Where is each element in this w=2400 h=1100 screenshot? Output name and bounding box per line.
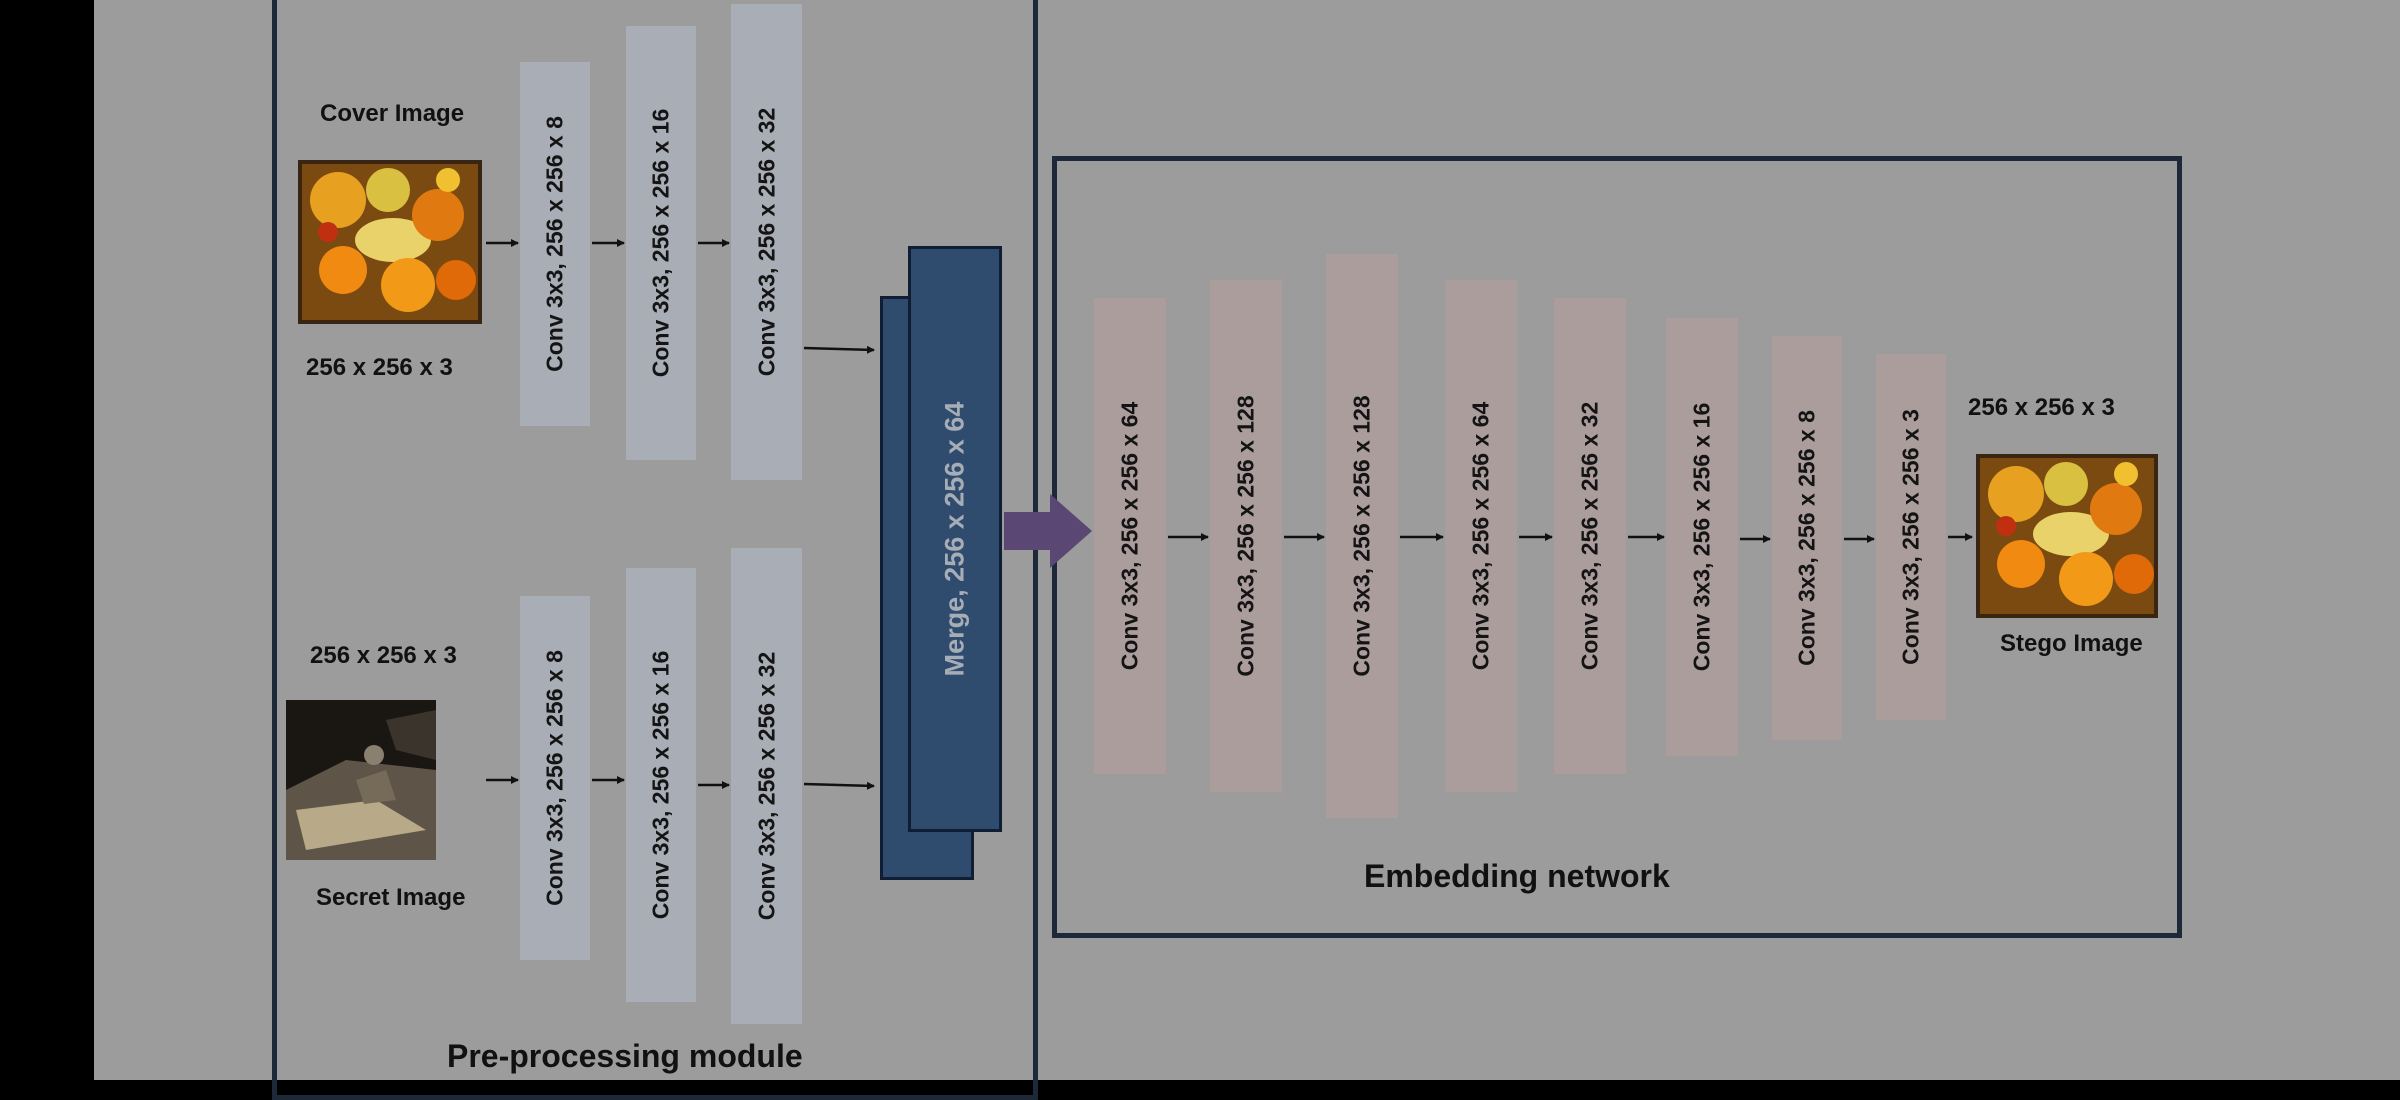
arrow-merge-to-embedding — [1004, 494, 1092, 568]
emb-conv-4: Conv 3x3, 256 x 256 x 64 — [1445, 280, 1517, 792]
stego-image-label: Stego Image — [2000, 630, 2143, 657]
emb-conv-1: Conv 3x3, 256 x 256 x 64 — [1094, 298, 1166, 774]
emb-conv-2: Conv 3x3, 256 x 256 x 128 — [1210, 280, 1282, 792]
secret-conv-32: Conv 3x3, 256 x 256 x 32 — [731, 548, 802, 1024]
cover-conv-16: Conv 3x3, 256 x 256 x 16 — [626, 26, 696, 460]
emb-conv-8: Conv 3x3, 256 x 256 x 3 — [1876, 354, 1946, 720]
emb-conv-3: Conv 3x3, 256 x 256 x 128 — [1326, 254, 1398, 818]
cover-image-dims: 256 x 256 x 3 — [306, 354, 453, 381]
secret-image-label: Secret Image — [316, 884, 466, 911]
emb-conv-7: Conv 3x3, 256 x 256 x 8 — [1772, 336, 1842, 740]
arrow-cover-to-merge — [803, 345, 875, 354]
secret-conv-16: Conv 3x3, 256 x 256 x 16 — [626, 568, 696, 1002]
embedding-title: Embedding network — [1364, 858, 1670, 894]
cover-image-thumbnail — [298, 160, 482, 324]
secret-conv-8: Conv 3x3, 256 x 256 x 8 — [520, 596, 590, 960]
stego-image-thumbnail — [1976, 454, 2158, 618]
emb-conv-5: Conv 3x3, 256 x 256 x 32 — [1554, 298, 1626, 774]
cover-image-label: Cover Image — [320, 100, 465, 127]
cover-conv-8: Conv 3x3, 256 x 256 x 8 — [520, 62, 590, 426]
secret-image-thumbnail — [286, 700, 436, 860]
cover-conv-32: Conv 3x3, 256 x 256 x 32 — [731, 4, 802, 480]
arrow-secret-to-merge — [803, 781, 875, 790]
preprocessing-title: Pre-processing module — [447, 1038, 803, 1074]
emb-conv-6: Conv 3x3, 256 x 256 x 16 — [1666, 318, 1738, 756]
merge-block: Merge, 256 x 256 x 64 — [908, 246, 1002, 832]
secret-image-dims: 256 x 256 x 3 — [310, 642, 457, 669]
stego-image-dims: 256 x 256 x 3 — [1968, 394, 2115, 421]
